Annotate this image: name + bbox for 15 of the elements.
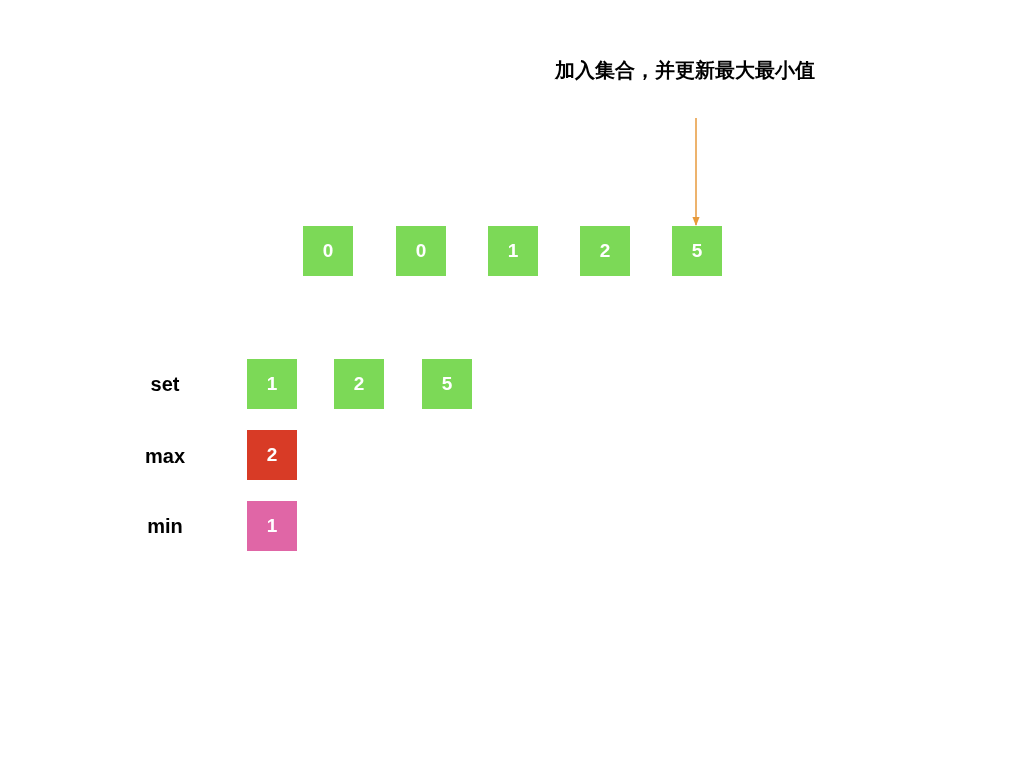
- value-cell: 1: [488, 226, 538, 276]
- value-cell: 5: [672, 226, 722, 276]
- row-label: max: [145, 444, 185, 468]
- value-cell: 2: [580, 226, 630, 276]
- arrow: [692, 117, 700, 226]
- value-cell: 2: [334, 359, 384, 409]
- row-label: set: [150, 372, 180, 396]
- caption-text: 加入集合，并更新最大最小值: [555, 57, 815, 83]
- value-cell: 2: [247, 430, 297, 480]
- value-cell: 0: [396, 226, 446, 276]
- value-cell: 0: [303, 226, 353, 276]
- value-cell: 1: [247, 501, 297, 551]
- row-label: min: [147, 514, 183, 538]
- value-cell: 5: [422, 359, 472, 409]
- value-cell: 1: [247, 359, 297, 409]
